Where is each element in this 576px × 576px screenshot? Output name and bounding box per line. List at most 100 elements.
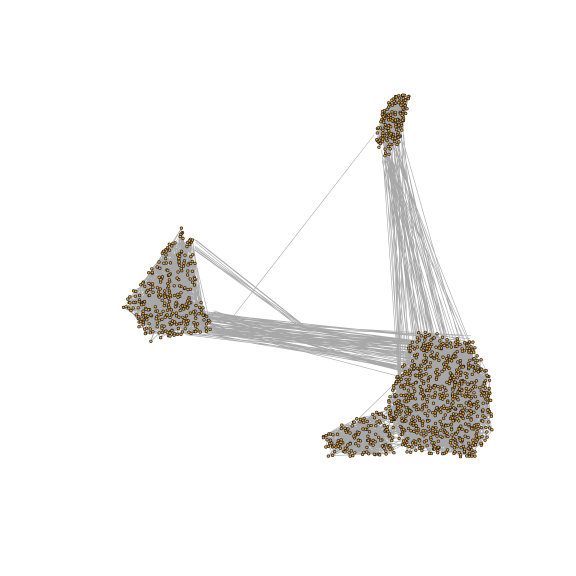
- graph-node: [428, 375, 432, 379]
- graph-node: [391, 425, 395, 430]
- graph-node: [410, 418, 414, 422]
- graph-node: [162, 304, 166, 308]
- graph-node: [343, 450, 347, 454]
- nodes-layer: [121, 93, 494, 459]
- graph-node: [176, 326, 180, 331]
- graph-node: [357, 444, 361, 448]
- graph-node: [177, 256, 181, 261]
- graph-node: [458, 362, 463, 366]
- graph-node: [459, 446, 463, 450]
- graph-node: [401, 96, 405, 100]
- graph-node: [415, 374, 419, 378]
- graph-node: [472, 357, 476, 361]
- graph-node: [425, 400, 430, 404]
- graph-node: [404, 406, 408, 410]
- graph-node: [184, 319, 189, 324]
- graph-node: [191, 280, 195, 284]
- graph-node: [137, 315, 141, 319]
- graph-node: [137, 325, 141, 329]
- graph-node: [460, 380, 464, 384]
- graph-node: [401, 118, 405, 122]
- graph-node: [475, 414, 480, 418]
- graph-node: [149, 339, 153, 343]
- graph-node: [385, 107, 389, 111]
- graph-node: [147, 271, 151, 275]
- graph-node: [188, 277, 192, 281]
- graph-node: [186, 263, 190, 267]
- graph-node: [450, 374, 455, 378]
- graph-node: [410, 364, 414, 368]
- graph-node: [407, 377, 412, 381]
- graph-node: [414, 440, 418, 444]
- graph-node: [453, 351, 457, 355]
- graph-node: [406, 382, 410, 387]
- graph-node: [390, 439, 394, 443]
- graph-node: [425, 349, 429, 354]
- graph-node: [343, 446, 347, 450]
- graph-node: [391, 137, 395, 141]
- graph-node: [459, 453, 463, 457]
- graph-node: [433, 414, 437, 418]
- graph-node: [174, 311, 178, 315]
- graph-node: [197, 312, 201, 316]
- graph-node: [464, 392, 468, 396]
- graph-node: [159, 293, 163, 297]
- graph-node: [465, 429, 469, 433]
- graph-node: [473, 443, 478, 447]
- graph-node: [349, 449, 353, 453]
- graph-node: [485, 401, 489, 405]
- graph-node: [321, 436, 326, 440]
- graph-node: [355, 417, 359, 421]
- graph-node: [426, 414, 430, 418]
- graph-node: [396, 374, 400, 379]
- graph-node: [422, 343, 426, 348]
- graph-node: [471, 438, 475, 442]
- graph-node: [457, 427, 461, 431]
- graph-node: [390, 98, 394, 102]
- graph-node: [401, 373, 405, 378]
- graph-node: [377, 435, 381, 439]
- graph-node: [449, 422, 454, 426]
- graph-node: [435, 352, 439, 356]
- graph-node: [439, 410, 443, 414]
- graph-node: [371, 412, 375, 417]
- graph-node: [160, 275, 165, 279]
- graph-node: [205, 314, 209, 319]
- graph-node: [144, 290, 148, 294]
- graph-node: [438, 387, 442, 392]
- graph-node: [378, 453, 382, 457]
- graph-node: [474, 379, 479, 383]
- graph-node: [331, 453, 335, 458]
- graph-node: [421, 348, 425, 352]
- graph-node: [404, 98, 408, 102]
- graph-node: [157, 318, 161, 322]
- graph-node: [325, 438, 329, 442]
- graph-node: [428, 365, 432, 369]
- graph-node: [387, 432, 392, 436]
- graph-node: [487, 386, 491, 391]
- graph-node: [432, 336, 436, 340]
- graph-node: [460, 349, 465, 353]
- graph-node: [134, 313, 138, 317]
- graph-node: [476, 427, 480, 431]
- graph-node: [476, 404, 480, 408]
- graph-node: [156, 290, 161, 294]
- graph-node: [406, 388, 411, 392]
- graph-node: [470, 448, 474, 452]
- graph-node: [409, 429, 413, 433]
- graph-node: [428, 361, 433, 365]
- graph-node: [169, 308, 173, 312]
- graph-node: [168, 315, 172, 320]
- graph-node: [412, 405, 416, 409]
- graph-node: [402, 387, 406, 391]
- graph-node: [192, 321, 196, 325]
- graph-node: [437, 346, 441, 350]
- graph-node: [162, 324, 166, 328]
- graph-node: [453, 380, 457, 384]
- graph-node: [194, 324, 198, 328]
- graph-node: [472, 424, 477, 428]
- graph-node: [418, 443, 422, 448]
- graph-node: [445, 380, 449, 385]
- graph-node: [397, 123, 401, 127]
- graph-node: [396, 404, 400, 408]
